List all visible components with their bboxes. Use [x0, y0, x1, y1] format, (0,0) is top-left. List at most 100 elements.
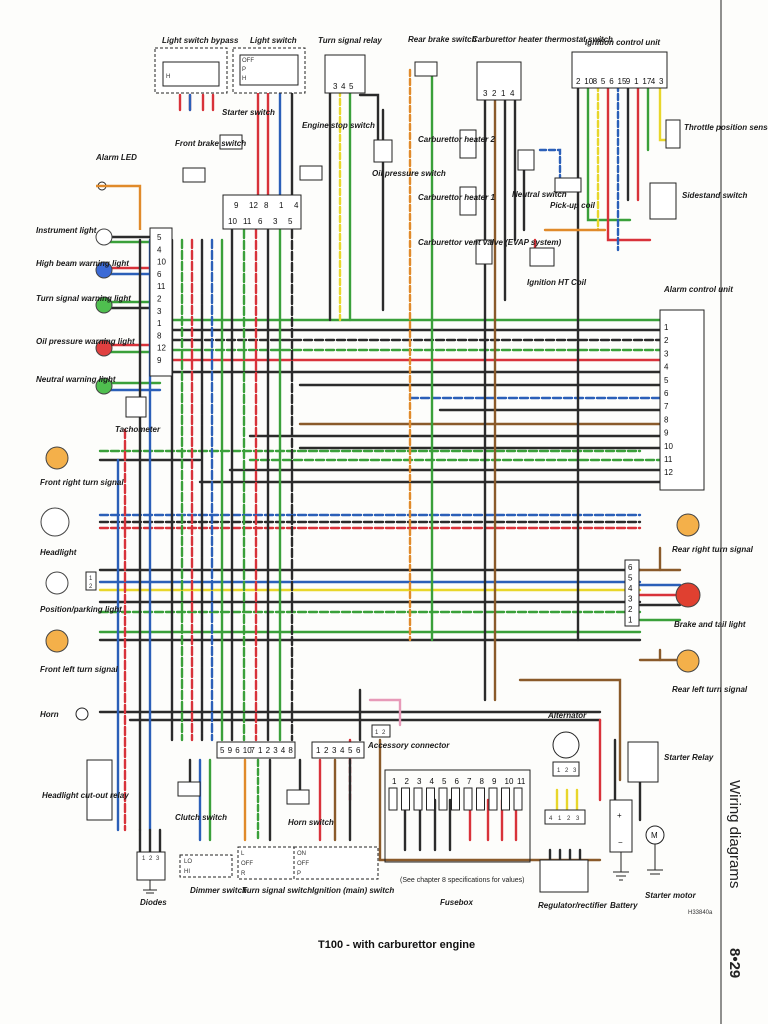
- page-header: Wiring diagrams 8•29: [726, 780, 743, 978]
- ignition-label: Ignition (main) switch: [312, 886, 394, 895]
- alarm-pin: 4: [664, 363, 669, 372]
- turn-pos-l: L: [241, 851, 245, 857]
- fuse-pin: 7: [467, 777, 472, 786]
- rear-left-label: Rear left turn signal: [672, 685, 748, 694]
- regulator-label: Regulator/rectifier: [538, 901, 608, 910]
- alarm-unit-label: Alarm control unit: [663, 285, 733, 294]
- instrument-pin: 5: [157, 233, 162, 242]
- alarm-led: Alarm LED: [95, 153, 142, 230]
- position-pin: 2: [89, 584, 93, 590]
- turn-signal-light-lamp: [95, 296, 113, 314]
- fuse: [401, 787, 410, 811]
- regulator-pin: 3: [576, 816, 580, 822]
- position-light-label: Position/parking light: [40, 605, 122, 614]
- tachometer: Tachometer: [115, 396, 161, 434]
- headlight: Headlight: [40, 507, 77, 557]
- high-beam-light-label: High beam warning light: [36, 259, 129, 268]
- instrument-top-pin: 1: [279, 201, 284, 210]
- handlebar-left-pin: 6: [235, 746, 240, 755]
- thermostat-pin: 1: [501, 89, 506, 98]
- starter-motor: M Starter motor: [645, 825, 697, 900]
- diode-pin: 1: [142, 856, 146, 862]
- neutral-switch-label: Neutral switch: [512, 190, 567, 199]
- instrument-top-pin: 4: [294, 201, 299, 210]
- fuse-pin: 9: [492, 777, 497, 786]
- horn: Horn: [40, 707, 89, 721]
- alarm-pin: 11: [664, 455, 673, 464]
- rear-connector-pin: 2: [628, 605, 633, 614]
- instrument-pin: 12: [157, 344, 166, 353]
- wire-harness: [98, 68, 682, 882]
- ign-pos-off: OFF: [297, 861, 309, 867]
- oil-pressure-light-label: Oil pressure warning light: [36, 337, 135, 346]
- carb-heater-1-label: Carburettor heater 1: [418, 193, 495, 202]
- fuse-pin: 3: [417, 777, 422, 786]
- high-beam-light-lamp: [95, 261, 113, 279]
- alarm-pin: 6: [664, 389, 669, 398]
- sidestand-label: Sidestand switch: [682, 191, 747, 200]
- carb-heater-2-label: Carburettor heater 2: [418, 135, 495, 144]
- reference-code: H33840a: [688, 910, 713, 916]
- instrument-bottom-pin: 10: [228, 217, 237, 226]
- headlight-label: Headlight: [40, 548, 77, 557]
- regulator-pin: 1: [558, 816, 562, 822]
- headlight-cutout-relay: Headlight cut-out relay: [42, 759, 129, 821]
- page-header-text: Wiring diagrams: [726, 780, 743, 888]
- clutch-label: Clutch switch: [175, 813, 227, 822]
- icu-pin: 8: [593, 77, 598, 86]
- handlebar-left-pin: 7: [250, 746, 255, 755]
- handlebar-left-pin: 5: [220, 746, 225, 755]
- alarm-led-label: Alarm LED: [95, 153, 137, 162]
- thermostat-label: Carburettor heater thermostat switch: [472, 35, 613, 44]
- ht-coil-label: Ignition HT Coil: [527, 278, 587, 287]
- instrument-pin: 2: [157, 295, 162, 304]
- front-brake-switch: Front brake switch: [175, 139, 246, 183]
- instrument-bottom-pin: 3: [273, 217, 278, 226]
- fuse: [426, 787, 435, 811]
- neutral-light-lamp: [95, 377, 113, 395]
- carburettor-heater-2: Carburettor heater 2: [418, 129, 495, 159]
- handlebar-left-pin: 1: [258, 746, 263, 755]
- fuse: [388, 787, 398, 811]
- ignition-ht-coil: Ignition HT Coil: [527, 247, 587, 287]
- fuse-pin: 11: [517, 777, 526, 786]
- alternator-pin: 2: [565, 768, 569, 774]
- carburettor-vent-valve: Carburettor vent valve (EVAP system): [418, 238, 561, 265]
- fusebox-note: (See chapter 8 specifications for values…: [400, 877, 525, 884]
- accessory-pin: 1: [375, 730, 379, 736]
- fuse: [501, 787, 510, 811]
- dimmer-label: Dimmer switch: [190, 886, 247, 895]
- thermostat-pin: 4: [510, 89, 515, 98]
- position-light: Position/parking light 1 2: [40, 571, 122, 614]
- svg-text:−: −: [618, 838, 623, 847]
- fuse-pin: 10: [505, 777, 514, 786]
- dimmer-switch: LO HI Dimmer switch: [179, 854, 247, 895]
- ignition-main-switch: ON OFF P Ignition (main) switch: [293, 846, 394, 895]
- diodes: Diodes 1 2 3: [136, 851, 167, 907]
- icu-pin: 4: [651, 77, 656, 86]
- instrument-bottom-pin: 6: [258, 217, 263, 226]
- diode-pin: 2: [149, 856, 153, 862]
- ign-pos-on: ON: [297, 851, 306, 857]
- clutch-switch: Clutch switch: [175, 781, 227, 822]
- neutral-switch: Neutral switch: [512, 149, 567, 199]
- bypass-pos-h: H: [166, 74, 170, 80]
- light-switch-bypass: Light switch bypass H: [154, 36, 239, 94]
- diodes-label: Diodes: [140, 898, 167, 907]
- turn-relay-pin: 3: [333, 82, 338, 91]
- instrument-light-lamp: [95, 228, 113, 246]
- icu-pin: 15: [618, 77, 627, 86]
- regulator-rectifier: 4 1 2 3 Regulator/rectifier: [538, 809, 608, 910]
- starter-switch: Starter switch: [219, 108, 275, 150]
- rear-right-label: Rear right turn signal: [672, 545, 754, 554]
- handlebar-left-pin: 8: [288, 746, 293, 755]
- icu-pin: 17: [642, 77, 651, 86]
- alternator-label: Alternator: [547, 711, 587, 720]
- brake-tail-label: Brake and tail light: [674, 620, 746, 629]
- icu-pin: 3: [659, 77, 664, 86]
